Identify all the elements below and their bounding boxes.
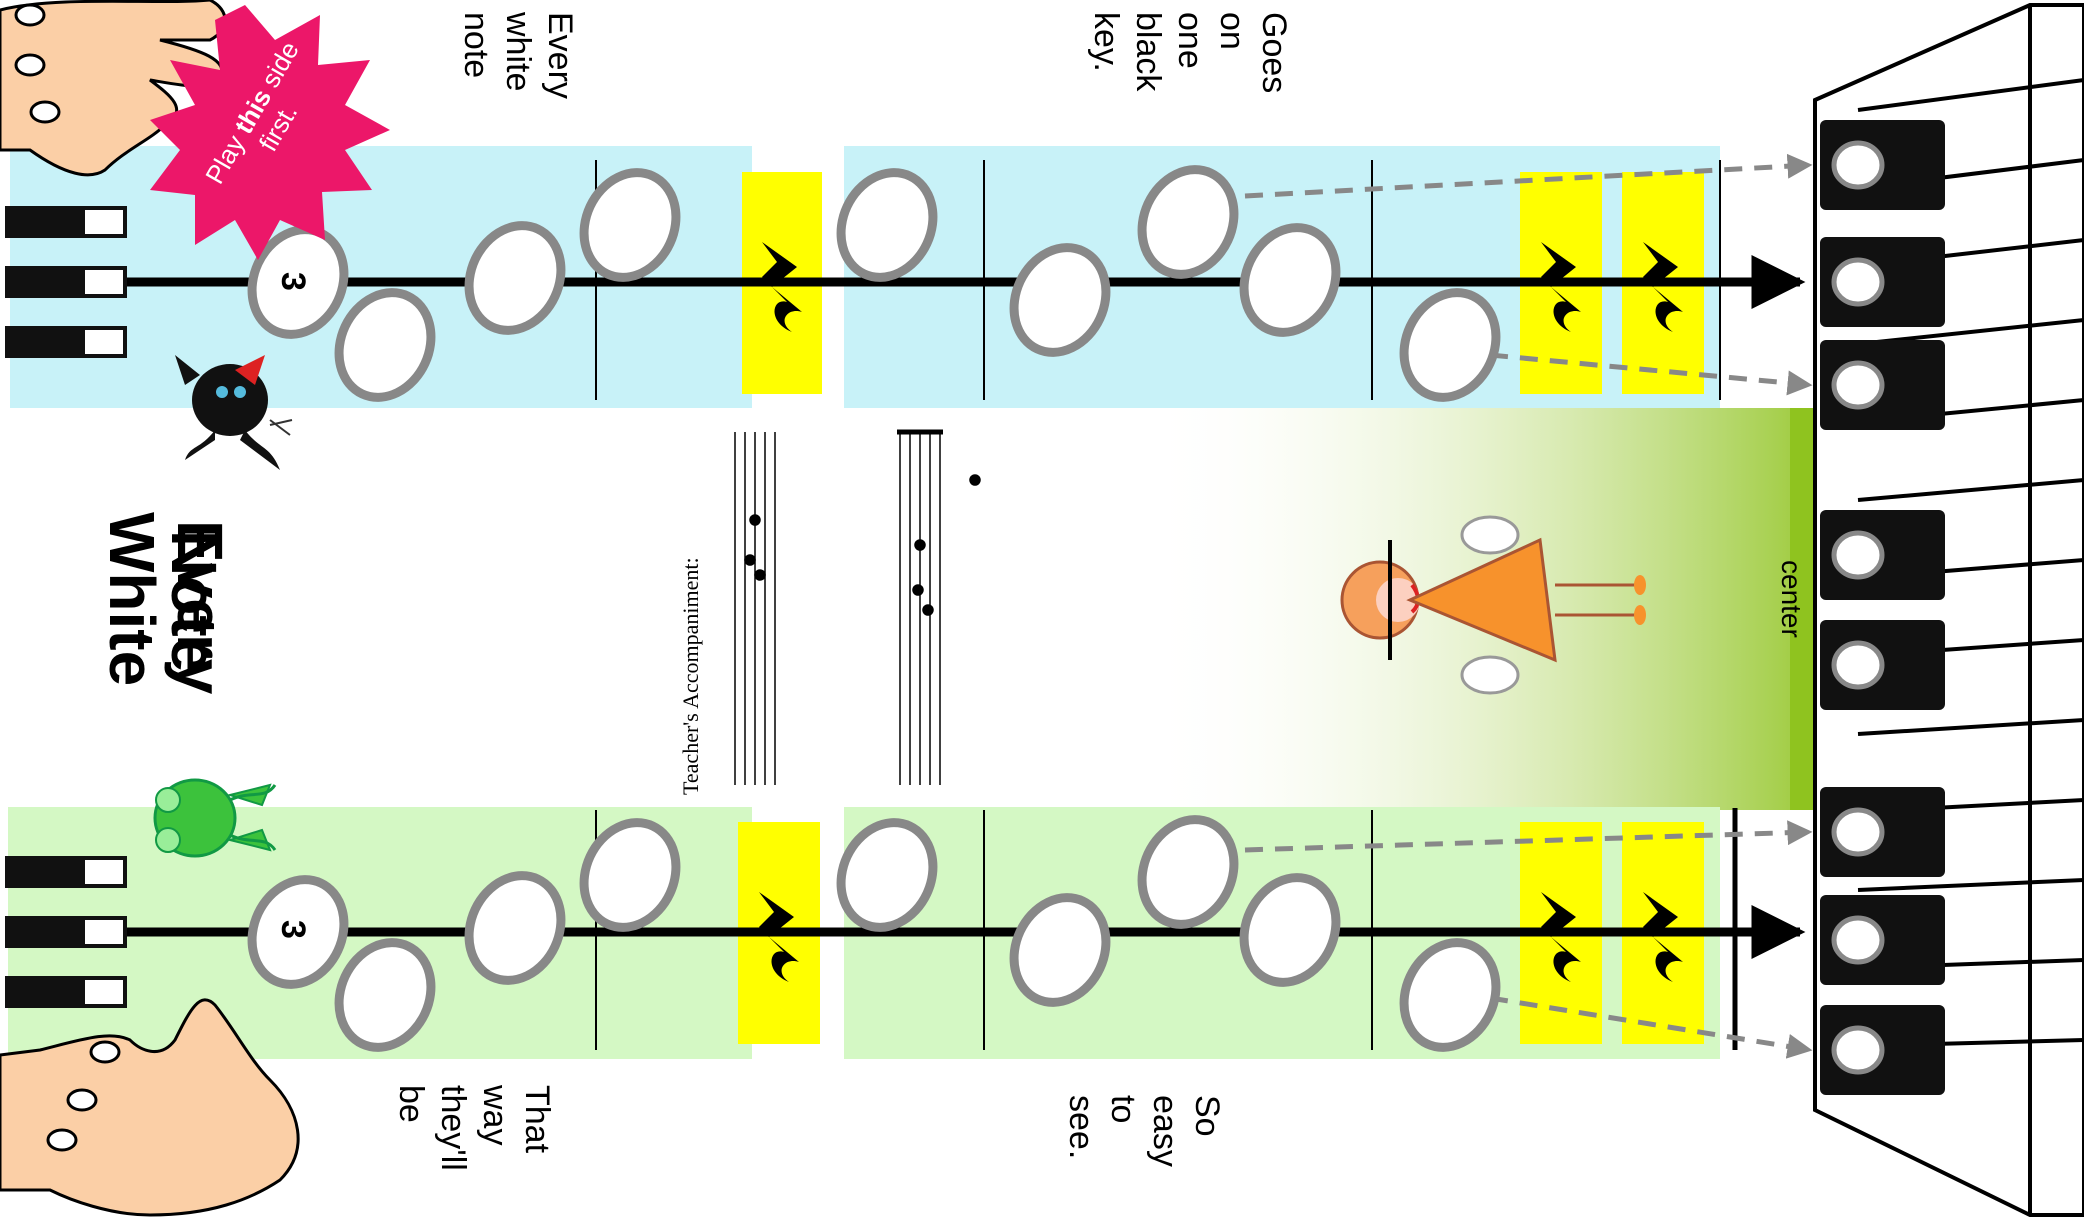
note-head — [1239, 873, 1341, 987]
note-heads — [247, 165, 1501, 1052]
mini-key-tip — [85, 980, 123, 1004]
quarter-rest-icon — [1541, 892, 1581, 982]
note-head — [334, 938, 436, 1052]
mini-key-tip — [85, 330, 123, 354]
note-head — [579, 818, 681, 932]
key-marker — [1831, 807, 1885, 857]
note-head — [1009, 893, 1111, 1007]
page-title: Every — [30, 520, 236, 820]
white-key-divider — [1857, 478, 2084, 502]
key-marker — [1831, 140, 1885, 190]
note-head — [1009, 243, 1111, 357]
white-key-divider — [1857, 878, 2084, 892]
note-head — [1239, 223, 1341, 337]
note-head — [334, 288, 436, 402]
finger-number-bottom: 3 — [273, 920, 312, 939]
mini-key-tip — [85, 920, 123, 944]
note-head — [464, 871, 566, 985]
page-title-line-2: White — [96, 512, 168, 687]
note-head — [1399, 938, 1501, 1052]
center-label: center — [1776, 560, 1807, 638]
note-head — [836, 818, 938, 932]
mini-key-tip — [85, 210, 123, 234]
key-marker — [1831, 257, 1885, 307]
note-head — [836, 168, 938, 282]
page-title-line-3: Note — [158, 530, 230, 673]
mini-key-tip — [85, 270, 123, 294]
key-marker — [1831, 915, 1885, 965]
title-line-1: Every — [164, 520, 236, 695]
left-mini-keys — [5, 206, 127, 1008]
frog-icon — [153, 778, 277, 858]
note-head — [1137, 165, 1239, 279]
hand-icon — [0, 998, 300, 1217]
quarter-rests — [759, 242, 1683, 982]
key-marker — [1831, 360, 1885, 410]
finger-number-top: 3 — [273, 272, 312, 291]
white-key-divider — [1857, 78, 2084, 112]
note-head — [247, 875, 349, 989]
pointer-lines — [1244, 153, 1813, 1059]
piano-keyboard-icon — [1813, 3, 2084, 1217]
quarter-rest-icon — [759, 892, 799, 982]
starburst-icon — [150, 5, 390, 260]
key-marker — [1831, 530, 1885, 580]
note-head — [579, 168, 681, 282]
teacher-score — [734, 429, 981, 785]
cat-icon — [175, 355, 293, 470]
quarter-rest-icon — [1643, 242, 1683, 332]
quarter-rest-icon — [1643, 892, 1683, 982]
center-gradient — [760, 408, 1860, 810]
key-marker — [1831, 640, 1885, 690]
quarter-rest-icon — [1541, 242, 1581, 332]
quarter-rest-icon — [762, 242, 802, 332]
girl-icon — [1340, 515, 1646, 695]
teacher-accompaniment-label: Teacher's Accompaniment: — [678, 557, 703, 795]
note-head — [1399, 288, 1501, 402]
white-key-divider — [1857, 718, 2084, 736]
note-head — [1137, 815, 1239, 929]
mini-key-tip — [85, 860, 123, 884]
key-marker — [1831, 1025, 1885, 1075]
note-head — [464, 221, 566, 335]
